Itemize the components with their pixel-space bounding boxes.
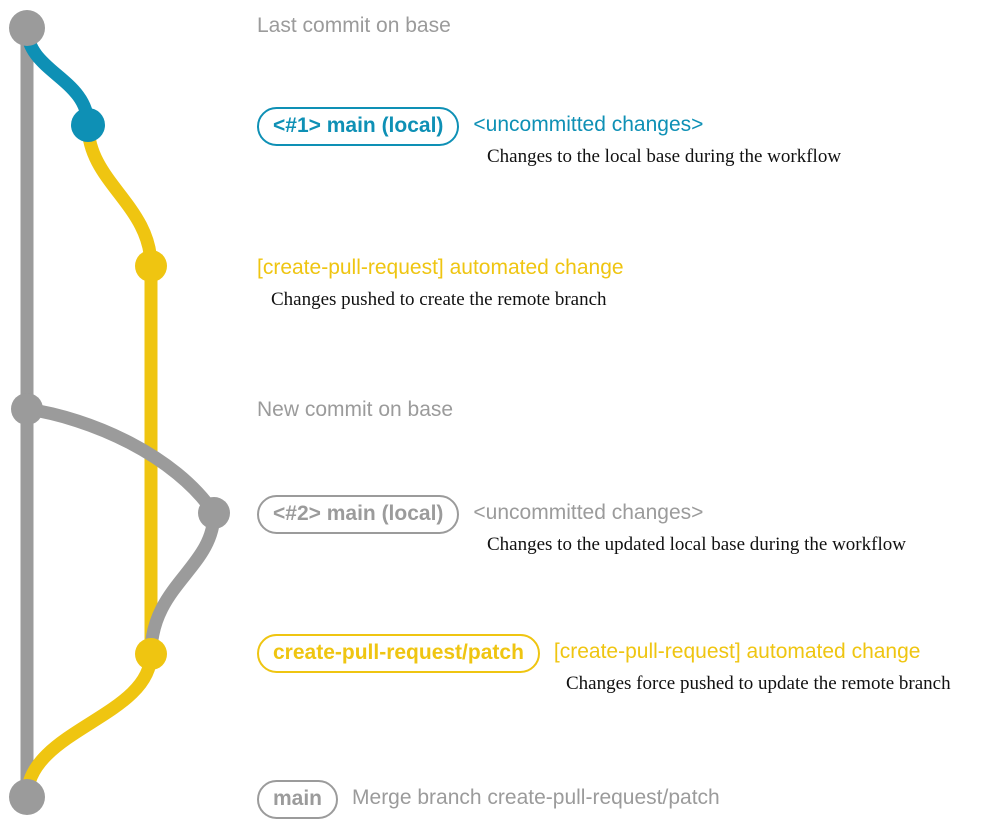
row-local-1: <#1> main (local) <uncommitted changes> (257, 107, 703, 146)
edge-local-2-to-remote-2 (144, 506, 221, 661)
commit-caption: Last commit on base (257, 14, 451, 37)
commit-graph (9, 10, 230, 815)
commit-text-block: <uncommitted changes> (473, 495, 703, 525)
commit-description-local-2: Changes to the updated local base during… (487, 534, 906, 555)
ref-badge-create-pull-request-patch[interactable]: create-pull-request/patch (257, 634, 540, 673)
node-local-2[interactable] (198, 497, 230, 529)
node-new-commit-on-base[interactable] (11, 393, 43, 425)
commit-text-block: <uncommitted changes> (473, 107, 703, 137)
node-remote-1[interactable] (135, 250, 167, 282)
commit-subject: <uncommitted changes> (473, 113, 704, 136)
commit-text-block: Merge branch create-pull-request/patch (352, 780, 720, 810)
commit-description-local-1: Changes to the local base during the wor… (487, 146, 842, 167)
row-merge: main Merge branch create-pull-request/pa… (257, 780, 720, 819)
row-local-2: <#2> main (local) <uncommitted changes> (257, 495, 703, 534)
ref-badge-main-local-1[interactable]: <#1> main (local) (257, 107, 460, 146)
ref-badge-main[interactable]: main (257, 780, 339, 819)
commit-subject: <uncommitted changes> (473, 501, 704, 524)
row-new-commit-on-base: New commit on base (257, 397, 453, 423)
node-remote-2[interactable] (135, 638, 167, 670)
commit-description-remote-1: Changes pushed to create the remote bran… (271, 289, 607, 310)
commit-text-block: [create-pull-request] automated change (554, 634, 921, 664)
commit-subject: Merge branch create-pull-request/patch (352, 786, 720, 809)
commit-subject: [create-pull-request] automated change (257, 256, 624, 279)
edge-base-to-local-2 (20, 402, 221, 520)
node-local-1[interactable] (71, 108, 105, 142)
commit-subject: [create-pull-request] automated change (553, 640, 921, 663)
commit-description-remote-2: Changes force pushed to update the remot… (566, 673, 951, 694)
row-remote-2: create-pull-request/patch [create-pull-r… (257, 634, 920, 673)
ref-badge-main-local-2[interactable]: <#2> main (local) (257, 495, 460, 534)
row-remote-1: [create-pull-request] automated change (257, 255, 624, 281)
node-merge[interactable] (9, 779, 45, 815)
edge-local-1-to-remote-1 (81, 118, 158, 273)
edge-remote-2-to-merge (20, 647, 158, 804)
node-last-commit-on-base[interactable] (9, 10, 45, 46)
commit-caption: New commit on base (257, 398, 454, 421)
row-last-commit-on-base: Last commit on base (257, 13, 451, 39)
